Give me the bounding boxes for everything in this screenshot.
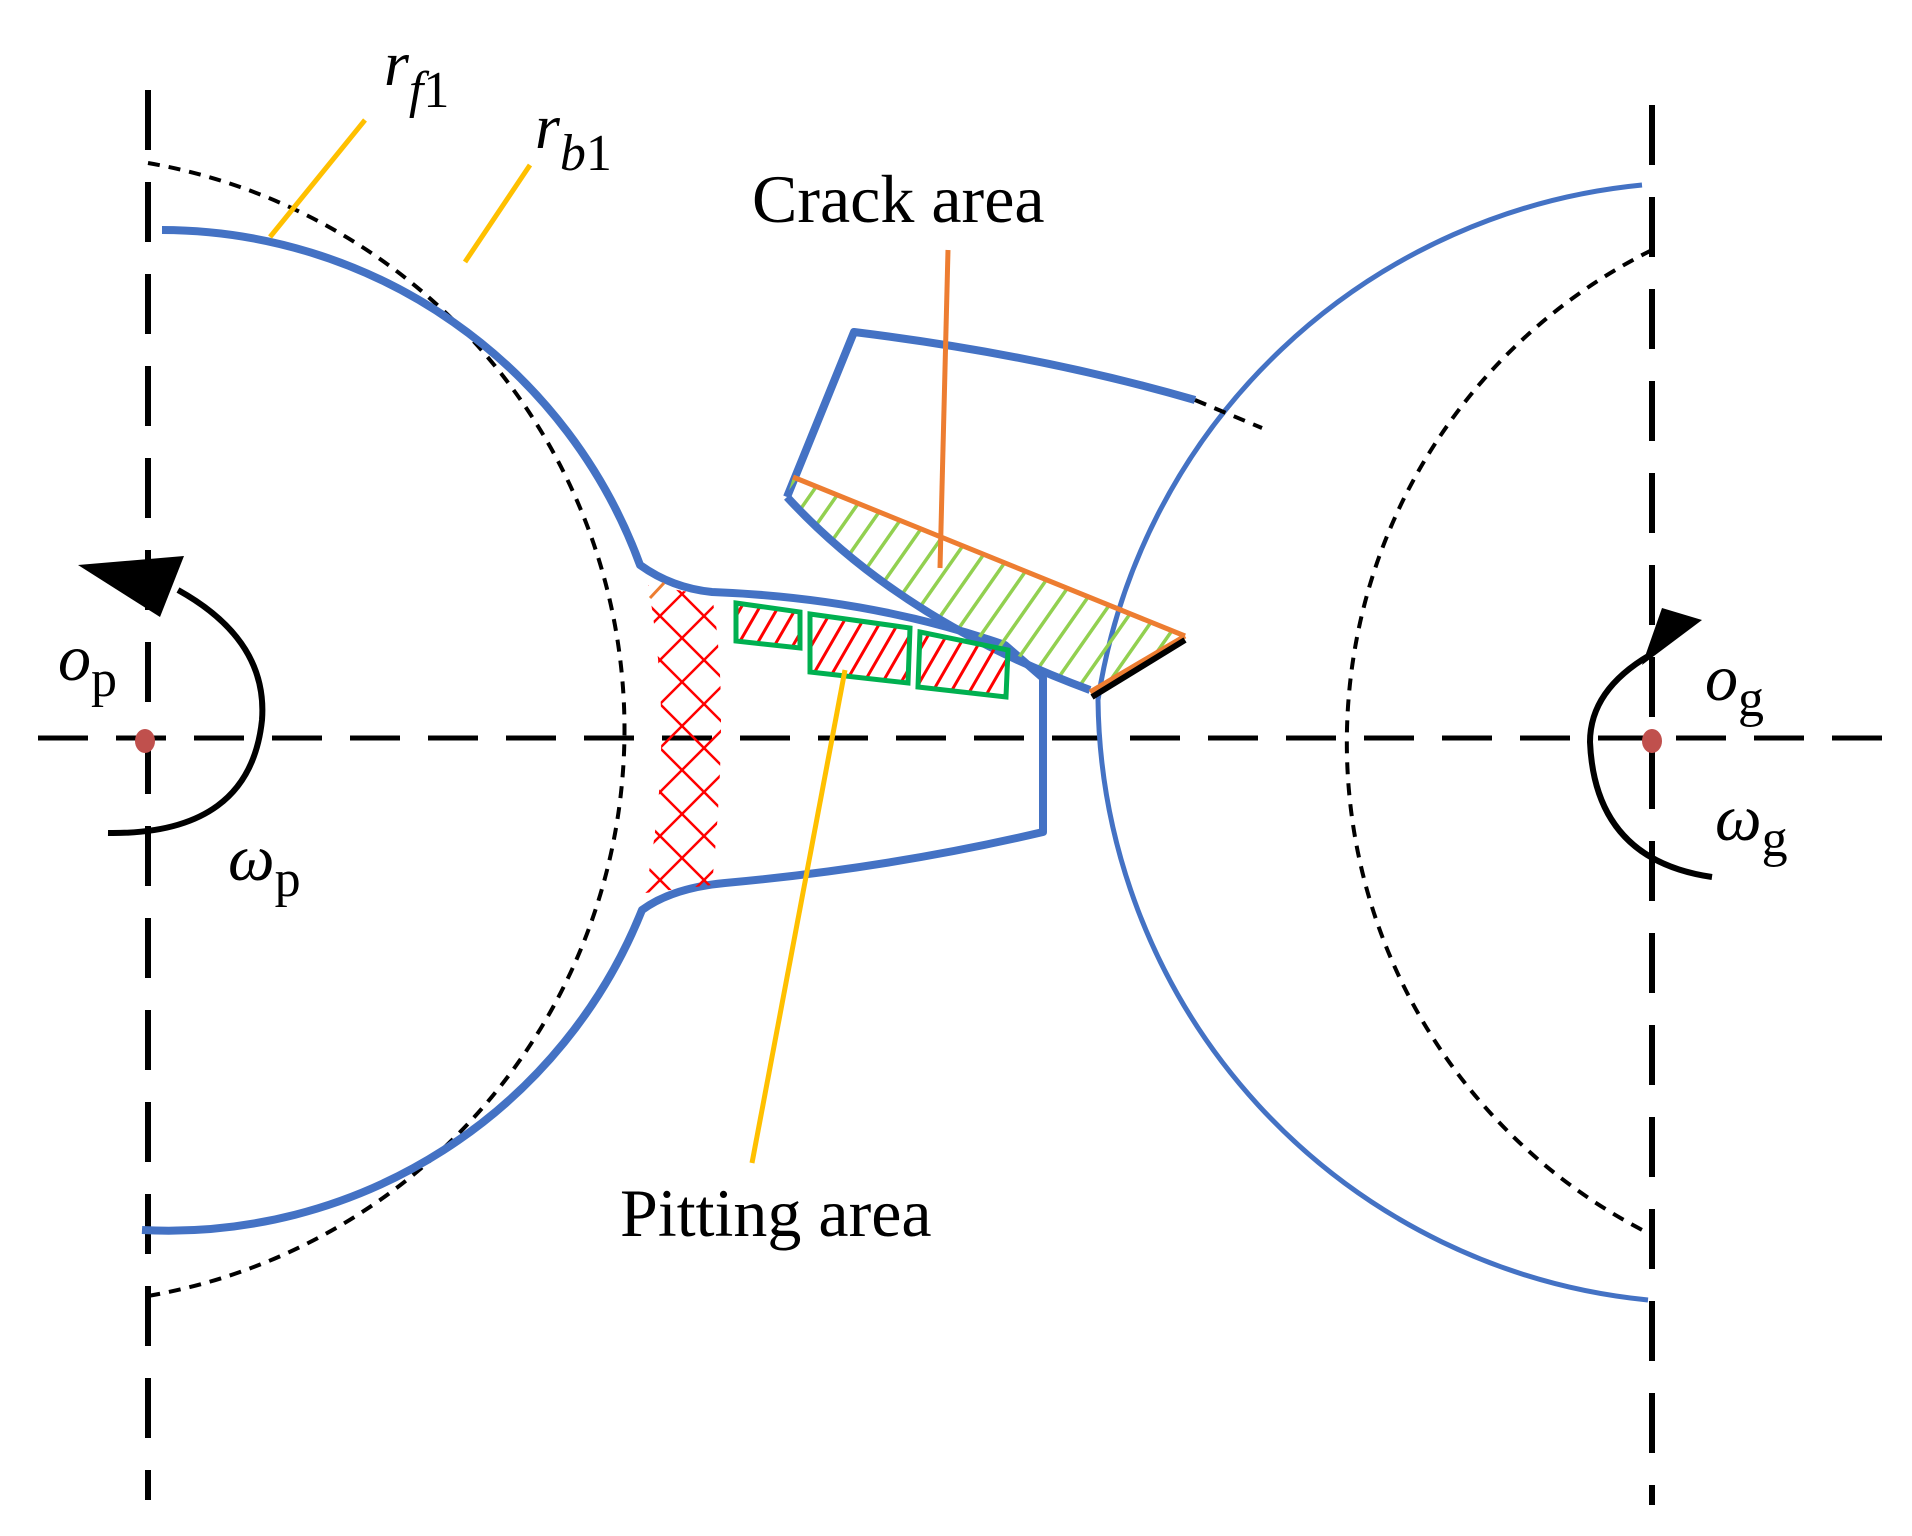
pinion-base-circle bbox=[147, 161, 627, 1298]
label-pitting-area: Pitting area bbox=[620, 1175, 932, 1251]
label-rb1: rb1 bbox=[535, 91, 612, 182]
pitting-box-2 bbox=[807, 611, 913, 686]
label-op: op bbox=[58, 622, 117, 708]
label-og: og bbox=[1705, 642, 1764, 728]
gear-rotation-arrow bbox=[1586, 652, 1713, 880]
gear-center-dot bbox=[1642, 729, 1662, 753]
gear-arrowhead-icon bbox=[1642, 608, 1702, 665]
label-omega-p: ωp bbox=[228, 822, 301, 908]
leader-rb1 bbox=[462, 163, 533, 264]
crack-edge-lower bbox=[784, 494, 1092, 694]
pitting-box-3 bbox=[915, 628, 1011, 700]
leader-crack bbox=[937, 249, 951, 569]
leader-rf1 bbox=[268, 118, 367, 239]
label-rf1: rf1 bbox=[384, 28, 449, 119]
crack-edge-tip bbox=[1088, 633, 1187, 695]
pinion-center-dot bbox=[135, 729, 155, 753]
crack-edge-upper bbox=[792, 474, 1186, 639]
gear-outline bbox=[1095, 182, 1649, 1303]
label-omega-g: ωg bbox=[1715, 782, 1788, 868]
pinion-arrowhead-icon bbox=[78, 556, 184, 617]
root-fillet-mark bbox=[648, 581, 666, 600]
pitting-box-1 bbox=[733, 600, 803, 651]
pinion-root-crosshatch bbox=[645, 585, 721, 893]
pinion-outline bbox=[141, 226, 1047, 1235]
pinion-rotation-arrow bbox=[107, 587, 266, 837]
crack-tip-black bbox=[1090, 637, 1187, 700]
label-crack-area: Crack area bbox=[752, 161, 1045, 237]
leader-pitting bbox=[749, 669, 848, 1164]
crack-region bbox=[787, 477, 1185, 690]
gear-tooth-outline bbox=[783, 328, 1197, 499]
gear-base-circle bbox=[1344, 248, 1653, 1237]
